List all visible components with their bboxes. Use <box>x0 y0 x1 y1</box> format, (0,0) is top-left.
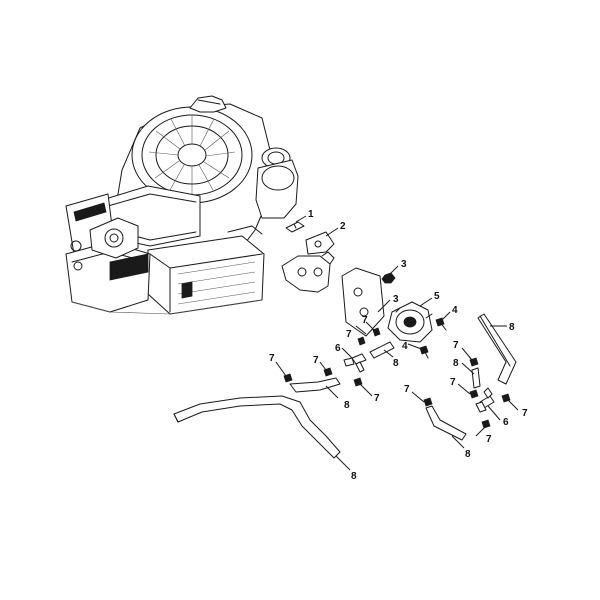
callout-8-right-hose: 8 <box>509 322 515 333</box>
callout-2: 2 <box>340 221 346 232</box>
callout-1: 1 <box>308 209 314 220</box>
callout-7-mid: 7 <box>313 355 319 366</box>
part-6-tee-right <box>475 387 495 413</box>
callout-3-lower: 3 <box>393 294 399 305</box>
callout-7-bottom-center: 7 <box>404 384 410 395</box>
callout-6-right: 6 <box>503 417 509 428</box>
callout-8-left-hose: 8 <box>344 400 350 411</box>
part-1-fitting <box>285 221 305 233</box>
callout-8-center-hose: 8 <box>393 358 399 369</box>
part-8-hose-long-bottom <box>173 395 341 459</box>
callout-labels: 1 2 3 3 5 4 4 6 6 7 7 7 7 7 7 7 7 7 7 8 … <box>269 209 528 482</box>
part-8-hose-left-mid <box>289 377 341 393</box>
callout-5: 5 <box>434 291 440 302</box>
part-2-bracket <box>281 231 335 293</box>
engine-assembly <box>65 95 299 315</box>
part-8-hose-bottom-right <box>425 405 467 441</box>
callout-7-plate-left: 7 <box>346 329 352 340</box>
mounting-plate <box>341 267 385 337</box>
callout-7-right-upper: 7 <box>453 340 459 351</box>
callout-8-bottom-right-hose: 8 <box>465 449 471 460</box>
callout-7-left: 7 <box>269 353 275 364</box>
leader-lines <box>275 215 519 471</box>
callout-7-bottom-right: 7 <box>486 434 492 445</box>
part-8-hose-short-right <box>471 367 481 389</box>
callout-4-right: 4 <box>452 305 458 316</box>
callout-7-center: 7 <box>374 393 380 404</box>
callout-7-far-right: 7 <box>522 408 528 419</box>
part-6-tee-left <box>343 353 367 373</box>
callout-8-long-hose: 8 <box>351 471 357 482</box>
part-5-fuel-pump <box>387 301 433 343</box>
part-4-screw-right <box>435 317 447 331</box>
callout-7-plate-right: 7 <box>362 315 368 326</box>
callout-8-right-short: 8 <box>453 358 459 369</box>
callout-3-upper: 3 <box>401 259 407 270</box>
callout-6-left: 6 <box>335 343 341 354</box>
part-3-nut-upper <box>381 272 396 284</box>
part-4-screw-left <box>419 345 429 359</box>
callout-7-right-mid: 7 <box>450 377 456 388</box>
part-8-hose-short-center <box>369 341 395 359</box>
part-8-hose-right-long <box>477 313 517 385</box>
callout-4-left: 4 <box>402 341 408 352</box>
